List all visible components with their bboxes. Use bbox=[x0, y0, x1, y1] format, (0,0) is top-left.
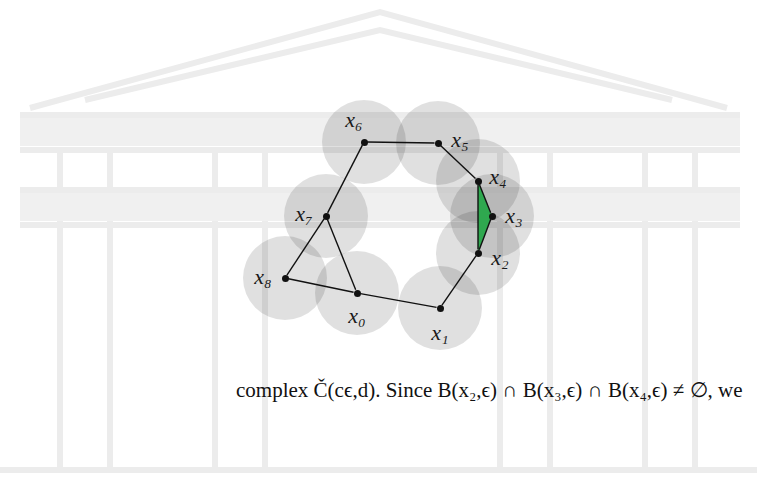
graph-edge bbox=[479, 219, 491, 249]
vertex-point: x₆ bbox=[361, 139, 368, 146]
ball bbox=[243, 236, 327, 320]
vertex-label: x₃ bbox=[505, 205, 522, 227]
graph-edge bbox=[479, 184, 490, 213]
graph-edge bbox=[288, 279, 353, 293]
graph-edge bbox=[442, 256, 476, 305]
vertex-label: x₁ bbox=[431, 322, 448, 344]
vertex-point: x₅ bbox=[435, 140, 442, 147]
vertex-label: x₄ bbox=[489, 166, 506, 188]
graph-edge bbox=[328, 145, 363, 213]
watermark-lines bbox=[0, 12, 757, 470]
vertex-label: x₂ bbox=[491, 247, 508, 269]
vertex-point: x₂ bbox=[475, 250, 482, 257]
vertex-point: x₄ bbox=[475, 178, 482, 185]
vertex-point: x₇ bbox=[323, 213, 330, 220]
vertex-label: x₅ bbox=[451, 129, 468, 151]
vertex-label: x₇ bbox=[295, 203, 312, 225]
ball bbox=[315, 251, 399, 335]
vertex-label: x₀ bbox=[348, 305, 365, 327]
graph-edge bbox=[360, 294, 436, 308]
vertex-point: x₃ bbox=[489, 213, 496, 220]
graph-edge bbox=[477, 185, 478, 250]
graph-edge bbox=[287, 219, 324, 275]
vertex-point: x₁ bbox=[437, 305, 444, 312]
vertex-point: x₀ bbox=[354, 290, 361, 297]
vertex-label: x₈ bbox=[254, 266, 271, 288]
ball-group bbox=[243, 100, 534, 350]
graph-edge bbox=[327, 219, 355, 290]
body-text: complex Č(cϵ,d). Since B(x₂,ϵ) ∩ B(x₃,ϵ)… bbox=[236, 378, 743, 403]
graph-edge bbox=[367, 141, 434, 143]
vertex-label: x₆ bbox=[345, 109, 362, 131]
vertex-point: x₈ bbox=[282, 275, 289, 282]
